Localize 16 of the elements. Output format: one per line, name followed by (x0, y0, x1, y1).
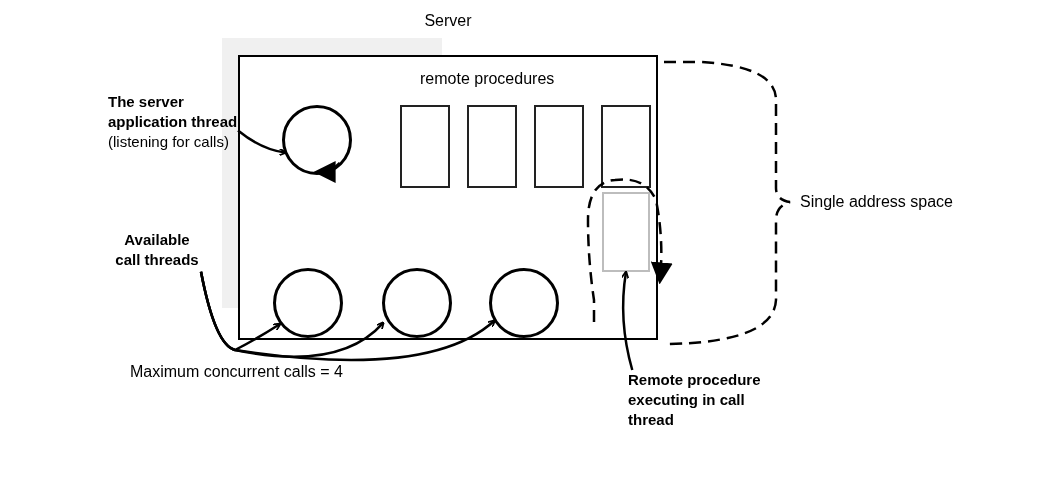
procedure-box (467, 105, 517, 188)
note-text: Maximum concurrent calls = 4 (130, 362, 343, 382)
arrow (199, 271, 496, 362)
callout-text: The server application thread (108, 92, 238, 132)
server-heading: Server (423, 11, 473, 31)
procedure-box (601, 105, 651, 188)
arrow (237, 129, 288, 157)
procedure-box (602, 192, 650, 272)
callout-note: (listening for calls) (108, 132, 230, 152)
callout-text: Remote procedure executing in call thread (628, 370, 762, 430)
arrow (620, 270, 634, 371)
procedure-box (400, 105, 450, 188)
procedure-box (534, 105, 584, 188)
brace-label: Single address space (800, 192, 953, 212)
group-label: remote procedures (420, 69, 555, 89)
callout-text: Available call threads (114, 230, 200, 270)
